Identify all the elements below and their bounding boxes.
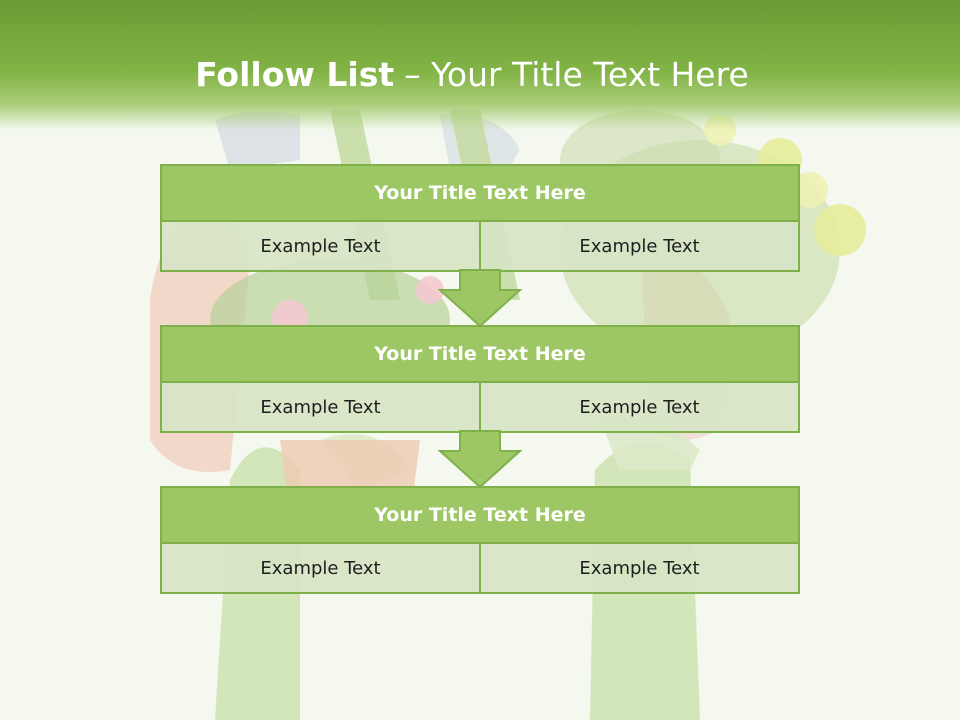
step-block-title: Your Title Text Here — [162, 327, 798, 383]
header-band — [0, 0, 960, 130]
step-block-title: Your Title Text Here — [162, 166, 798, 222]
step-block-cell-left: Example Text — [162, 544, 479, 592]
step-block-title: Your Title Text Here — [162, 488, 798, 544]
slide-title-bold: Follow List — [195, 55, 395, 94]
step-block-row: Example Text Example Text — [162, 383, 798, 431]
step-block-cell-left: Example Text — [162, 383, 479, 431]
step-block-row: Example Text Example Text — [162, 222, 798, 270]
step-block-cell-right: Example Text — [479, 222, 798, 270]
step-block-3: Your Title Text Here Example Text Exampl… — [160, 486, 800, 594]
step-block-1: Your Title Text Here Example Text Exampl… — [160, 164, 800, 272]
step-block-row: Example Text Example Text — [162, 544, 798, 592]
step-block-2: Your Title Text Here Example Text Exampl… — [160, 325, 800, 433]
step-block-cell-right: Example Text — [479, 383, 798, 431]
slide-title: Follow List– Your Title Text Here — [0, 52, 944, 98]
down-arrow-icon — [438, 269, 522, 328]
slide-title-rest: – Your Title Text Here — [404, 55, 749, 94]
step-block-cell-right: Example Text — [479, 544, 798, 592]
step-block-cell-left: Example Text — [162, 222, 479, 270]
down-arrow-icon — [438, 430, 522, 489]
